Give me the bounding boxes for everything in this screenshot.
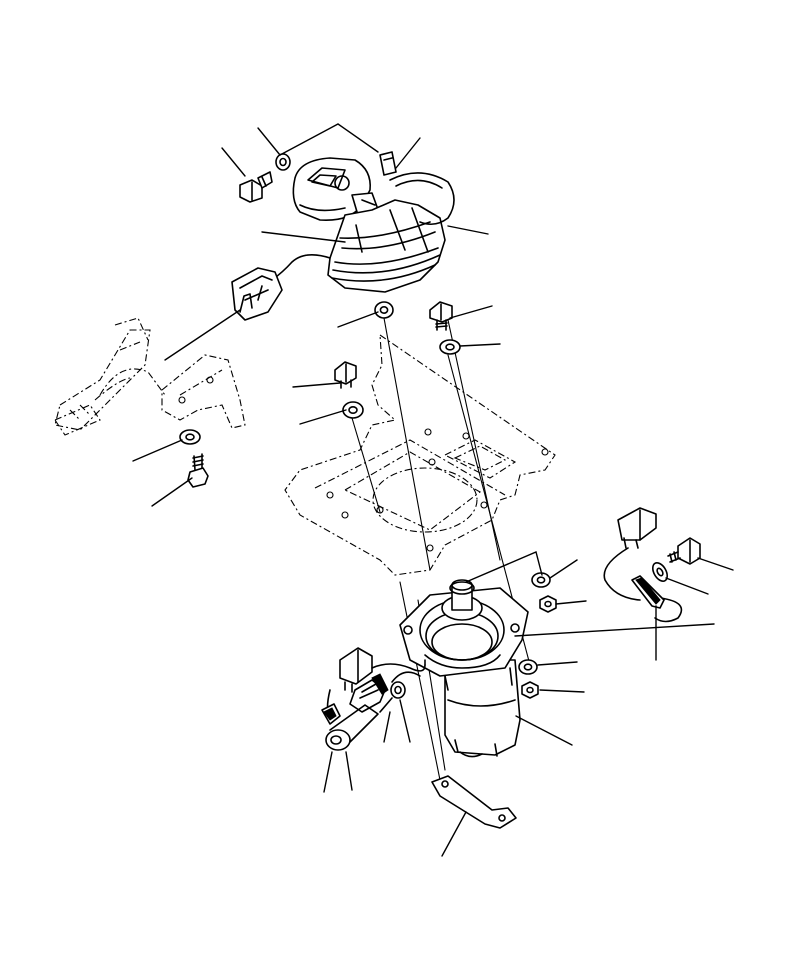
plate-washer-left <box>342 401 364 419</box>
ground-terminal <box>631 575 665 609</box>
harness-connector <box>326 647 426 721</box>
valve-washer-upper <box>531 572 551 588</box>
valve-nut-lower <box>521 681 539 699</box>
valve-nut-upper <box>539 595 557 613</box>
upper-washer <box>275 153 291 171</box>
ground-bolt <box>667 537 701 565</box>
left-bracket-washer <box>179 429 201 445</box>
upper-plate-washer <box>374 301 394 319</box>
valve-washer-lower <box>518 659 538 675</box>
mounting-plate <box>284 333 556 576</box>
ground-washer <box>651 562 669 582</box>
upper-mount-bolt <box>239 171 273 203</box>
ground-wire <box>603 507 683 623</box>
joystick-lever <box>292 157 381 223</box>
lower-bracket <box>431 775 517 829</box>
plate-bolt-left <box>334 361 357 389</box>
pilot-valve-body <box>399 579 529 758</box>
callout-leaders <box>132 123 734 857</box>
left-bracket <box>54 317 246 436</box>
plate-washer-right <box>439 339 461 355</box>
left-bracket-bolt <box>187 453 209 488</box>
boot-clip <box>379 151 455 226</box>
harness-clamp <box>321 671 421 751</box>
lever-connector <box>231 254 331 321</box>
rubber-boot <box>327 199 446 293</box>
